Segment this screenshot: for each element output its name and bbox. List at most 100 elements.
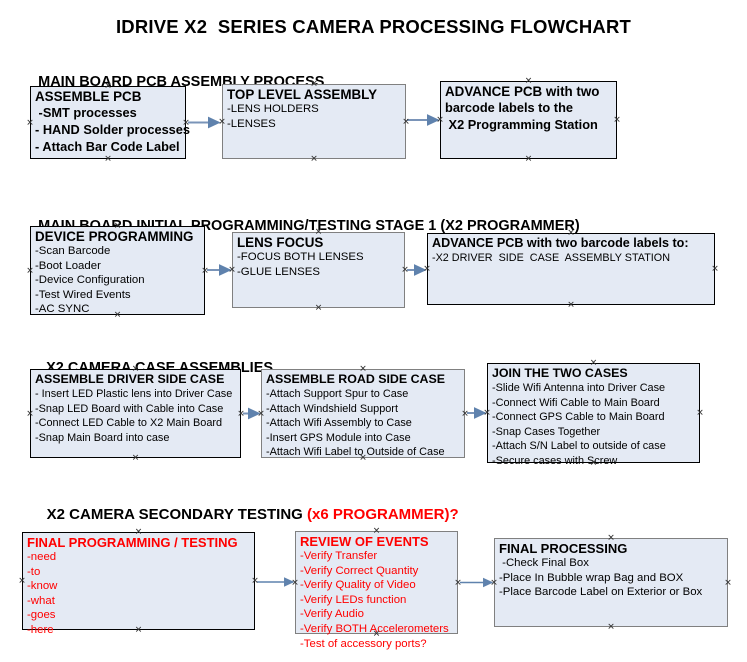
connection-handle[interactable]: ✕ [607,621,615,632]
connection-handle[interactable]: ✕ [237,408,245,418]
process-box-final-processing[interactable]: FINAL PROCESSING -Check Final Box -Place… [494,538,728,627]
box-line: -goes [27,609,56,622]
connection-handle[interactable]: ✕ [104,153,112,164]
connection-handle[interactable]: ✕ [113,220,122,231]
box-line: -Test Wired Events [35,288,131,301]
box-line: -Attach Support Spur to Case [266,388,409,400]
box-title: REVIEW OF EVENTS [300,534,429,549]
connection-handle[interactable]: ✕ [201,265,209,275]
connection-handle[interactable]: ✕ [291,577,299,587]
box-line: -Place In Bubble wrap Bag and BOX [499,571,684,584]
box-line-overflow: -Test of accessory ports? [300,637,427,650]
connection-handle[interactable]: ✕ [359,363,367,374]
connection-handle[interactable]: ✕ [131,363,140,374]
connection-handle[interactable]: ✕ [372,525,381,536]
box-line: -LENS HOLDERS [227,103,319,115]
box-line: -GLUE LENSES [237,265,320,278]
connection-handle[interactable]: ✕ [310,153,318,164]
connection-handle[interactable]: ✕ [134,526,143,537]
box-line: - HAND Solder processes [35,122,191,137]
connection-handle[interactable]: ✕ [607,532,615,543]
connection-handle[interactable]: ✕ [251,575,259,586]
box-line: -Snap LED Board with Cable into Case [35,402,224,415]
connection-handle[interactable]: ✕ [589,457,598,468]
box-line: -FOCUS BOTH LENSES [237,251,364,263]
connection-handle[interactable]: ✕ [711,263,719,274]
connection-handle[interactable]: ✕ [372,628,381,639]
process-box-advance-pcb-1[interactable]: ADVANCE PCB with two barcode labels to t… [440,81,617,159]
connection-handle[interactable]: ✕ [218,116,226,126]
process-box-top-level-assembly[interactable]: TOP LEVEL ASSEMBLY -LENS HOLDERS -LENSES [222,84,406,159]
box-line: -Verify Quality of Video [300,579,416,592]
connection-handle[interactable]: ✕ [104,80,112,91]
connection-handle[interactable]: ✕ [401,264,409,275]
connection-handle[interactable]: ✕ [310,78,318,89]
box-line: -Insert GPS Module into Case [266,431,411,444]
process-box-join-the-two-cases[interactable]: JOIN THE TWO CASES -Slide Wifi Antenna i… [487,363,700,467]
connection-handle[interactable]: ✕ [228,264,236,275]
process-box-lens-focus[interactable]: LENS FOCUS -FOCUS BOTH LENSES -GLUE LENS… [232,232,405,308]
box-line: barcode labels to the [445,100,574,115]
box-line: -Verify LEDs function [300,593,407,606]
process-box-assemble-road-side-case[interactable]: ASSEMBLE ROAD SIDE CASE -Attach Support … [261,369,465,458]
connection-handle[interactable]: ✕ [567,227,575,238]
process-box-device-programming[interactable]: DEVICE PROGRAMMING -Scan Barcode -Boot L… [30,226,205,315]
connection-handle[interactable]: ✕ [436,114,444,125]
process-box-assemble-driver-side-case[interactable]: ASSEMBLE DRIVER SIDE CASE - Insert LED P… [30,369,241,458]
box-line: -to [27,565,41,578]
box-title: FINAL PROCESSING [499,541,628,556]
process-box-review-of-events[interactable]: REVIEW OF EVENTS -Verify Transfer -Verif… [295,531,458,650]
section-heading-4-accent: (x6 PROGRAMMER)? [306,506,459,523]
connection-handle[interactable]: ✕ [113,309,122,320]
box-line: X2 Programming Station [445,117,598,132]
connection-handle[interactable]: ✕ [461,408,469,418]
connection-handle[interactable]: ✕ [483,407,491,418]
connection-handle[interactable]: ✕ [696,407,704,418]
connection-handle[interactable]: ✕ [26,408,34,418]
box-line: -Verify BOTH Accelerometers [300,622,449,635]
connection-handle[interactable]: ✕ [359,452,367,463]
connection-handle[interactable]: ✕ [26,265,34,275]
box-line: -Attach Wifi Label to Outside of Case [266,446,445,459]
box-line: -Boot Loader [35,259,101,272]
box-line: -Connect GPS Cable to Main Board [492,411,665,424]
box-line: -need [27,551,57,563]
box-line: -know [27,580,58,593]
connection-handle[interactable]: ✕ [490,577,498,587]
connection-handle[interactable]: ✕ [589,357,598,368]
connection-handle[interactable]: ✕ [18,575,26,586]
connection-handle[interactable]: ✕ [314,302,323,313]
connection-handle[interactable]: ✕ [134,624,143,635]
connection-handle[interactable]: ✕ [423,263,431,274]
connection-handle[interactable]: ✕ [613,114,621,125]
connection-handle[interactable]: ✕ [567,299,575,310]
section-heading-4-text: X2 CAMERA SECONDARY TESTING [46,506,307,523]
box-title: ASSEMBLE PCB [35,89,142,104]
box-line: -Attach Wifi Assembly to Case [266,417,412,430]
connection-handle[interactable]: ✕ [26,117,34,127]
box-title: ADVANCE PCB with two [445,84,600,99]
process-box-assemble-pcb[interactable]: ASSEMBLE PCB -SMT processes - HAND Solde… [30,86,191,159]
box-line: -Verify Correct Quantity [300,564,419,577]
connection-handle[interactable]: ✕ [524,153,533,164]
process-box-final-programming-testing[interactable]: FINAL PROGRAMMING / TESTING -need -to -k… [22,532,255,636]
box-line: -Check Final Box [499,557,589,569]
connection-handle[interactable]: ✕ [724,577,732,587]
box-line: -Snap Cases Together [492,425,601,438]
box-title: ASSEMBLE ROAD SIDE CASE [266,372,445,386]
connection-handle[interactable]: ✕ [402,116,410,126]
connection-handle[interactable]: ✕ [131,452,140,463]
box-line: -Place Barcode Label on Exterior or Box [499,586,703,599]
box-title: ASSEMBLE DRIVER SIDE CASE [35,372,225,386]
box-title: JOIN THE TWO CASES [492,366,628,380]
page-title: IDRIVE X2 SERIES CAMERA PROCESSING FLOWC… [115,16,632,37]
connection-handle[interactable]: ✕ [454,577,462,587]
connection-handle[interactable]: ✕ [524,75,533,86]
box-line: -AC SYNC [35,303,90,316]
connection-handle[interactable]: ✕ [314,226,323,237]
box-line: -Snap Main Board into case [35,431,170,444]
connection-handle[interactable]: ✕ [257,408,265,418]
connection-handle[interactable]: ✕ [182,117,190,127]
box-line: -here [27,623,54,636]
process-box-advance-pcb-2[interactable]: ADVANCE PCB with two barcode labels to: … [427,233,715,305]
